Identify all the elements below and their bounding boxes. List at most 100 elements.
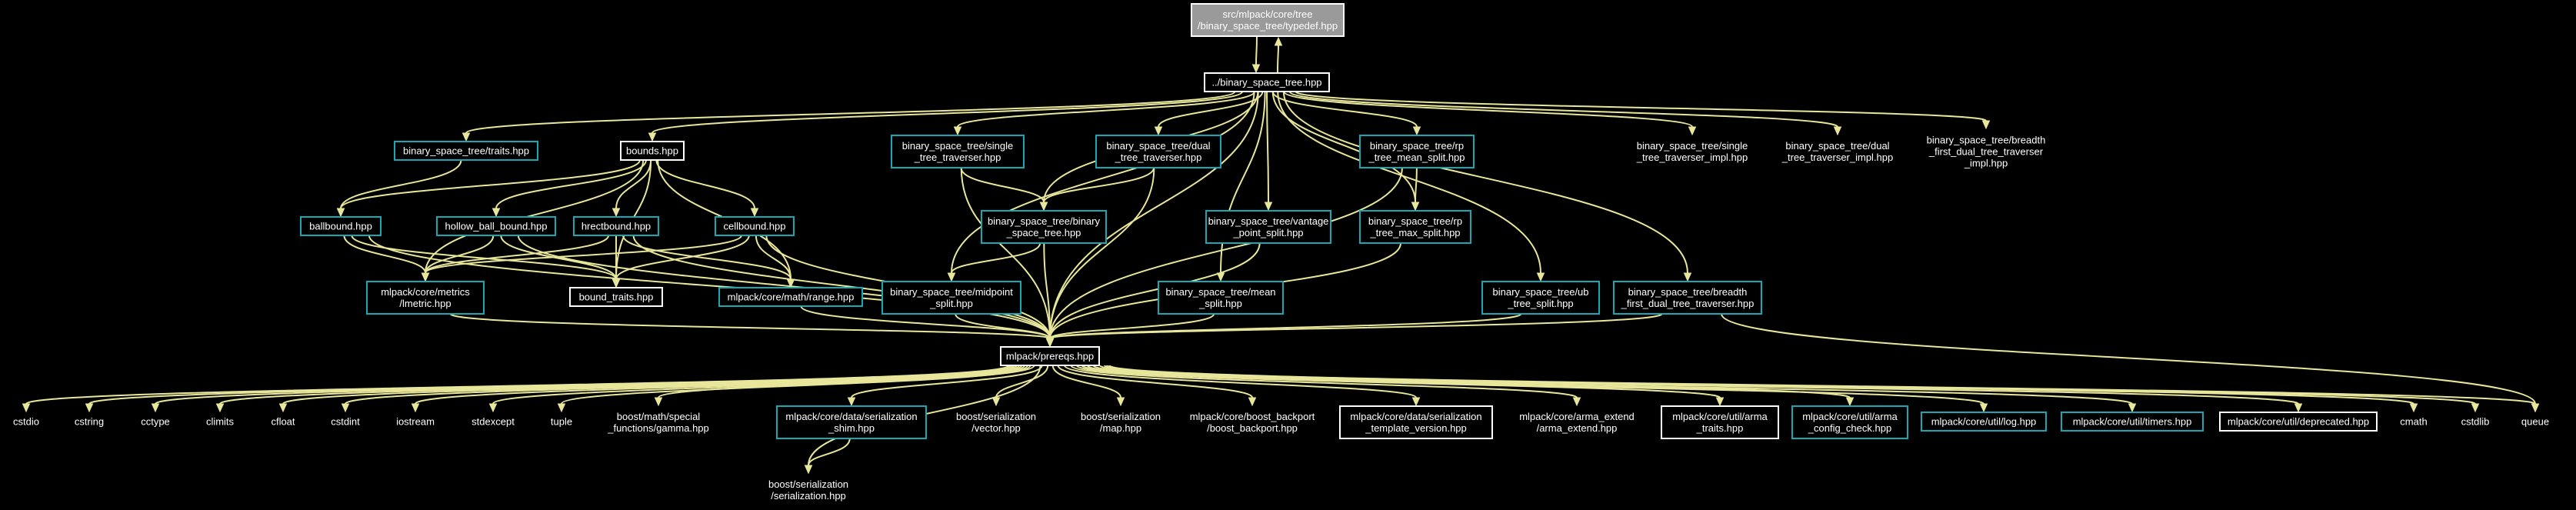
node-hollow[interactable]: hollow_ball_bound.hpp bbox=[436, 216, 556, 236]
node-backport[interactable]: mlpack/core/boost_backport/boost_backpor… bbox=[1178, 406, 1326, 438]
node-label: _config_check.hpp bbox=[1808, 422, 1891, 434]
node-gamma[interactable]: boost/math/special_functions/gamma.hpp bbox=[597, 406, 720, 438]
node-label: binary_space_tree/midpoint bbox=[890, 286, 1013, 298]
node-bounds[interactable]: bounds.hpp bbox=[620, 141, 685, 161]
node-label: _tree_traverser_impl.hpp bbox=[1781, 152, 1894, 163]
node-label: /lmetric.hpp bbox=[399, 298, 451, 309]
node-label: /serialization.hpp bbox=[771, 490, 846, 502]
node-cstring[interactable]: cstring bbox=[63, 412, 115, 431]
node-climits[interactable]: climits bbox=[195, 412, 245, 431]
node-label: _tree_mean_split.hpp bbox=[1368, 152, 1465, 163]
node-arma-traits[interactable]: mlpack/core/util/arma_traits.hpp bbox=[1661, 405, 1779, 439]
node-vector[interactable]: boost/serialization/vector.hpp bbox=[940, 406, 1052, 438]
node-label: ballbound.hpp bbox=[309, 221, 372, 232]
node-label: binary_space_tree/mean bbox=[1165, 286, 1275, 298]
node-label: cellbound.hpp bbox=[724, 221, 786, 232]
node-ub[interactable]: binary_space_tree/ub_tree_split.hpp bbox=[1481, 281, 1600, 315]
edge-cell-to-range bbox=[755, 235, 795, 288]
node-cstdio[interactable]: cstdio bbox=[4, 412, 48, 431]
edge-prereqs-to-vector bbox=[991, 365, 1049, 407]
node-queue[interactable]: queue bbox=[2514, 412, 2557, 431]
edge-prereqs-to-gamma bbox=[654, 365, 1035, 407]
graph-nodes: src/mlpack/core/tree/binary_space_tree/t… bbox=[4, 3, 2557, 506]
node-traits[interactable]: binary_space_tree/traits.hpp bbox=[394, 141, 538, 161]
node-range[interactable]: mlpack/core/math/range.hpp bbox=[718, 287, 863, 307]
node-midpoint[interactable]: binary_space_tree/midpoint_split.hpp bbox=[881, 281, 1021, 315]
node-label: cmath bbox=[2400, 416, 2427, 428]
node-cstdint[interactable]: cstdint bbox=[321, 412, 370, 431]
node-label: mlpack/core/util/arma bbox=[1802, 411, 1898, 422]
node-label: boost/serialization bbox=[1081, 411, 1161, 422]
node-bst[interactable]: ../binary_space_tree.hpp bbox=[1204, 72, 1330, 92]
node-label: cfloat bbox=[271, 416, 295, 428]
node-vantage[interactable]: binary_space_tree/vantage_point_split.hp… bbox=[1205, 210, 1331, 244]
node-label: hrectbound.hpp bbox=[582, 221, 651, 232]
node-prereqs[interactable]: mlpack/prereqs.hpp bbox=[1000, 346, 1100, 366]
edge-lmetric-to-prereqs bbox=[449, 313, 1055, 348]
node-cmath[interactable]: cmath bbox=[2391, 412, 2437, 431]
node-single-trav[interactable]: binary_space_tree/single_tree_traverser.… bbox=[891, 135, 1025, 168]
node-timers[interactable]: mlpack/core/util/timers.hpp bbox=[2061, 412, 2204, 432]
node-bst-binary[interactable]: binary_space_tree/binary_space_tree.hpp bbox=[981, 210, 1107, 244]
node-label: mlpack/core/data/serialization bbox=[785, 411, 917, 422]
node-label: binary_space_tree/breadth bbox=[1628, 286, 1748, 298]
node-label: binary_space_tree/single bbox=[1637, 140, 1748, 152]
node-ballbound[interactable]: ballbound.hpp bbox=[300, 216, 382, 236]
node-config-check[interactable]: mlpack/core/util/arma_config_check.hpp bbox=[1791, 405, 1908, 439]
node-label: /map.hpp bbox=[1100, 422, 1141, 434]
edge-bst-to-single_impl bbox=[1283, 91, 1697, 136]
node-label: /boost_backport.hpp bbox=[1207, 422, 1298, 434]
node-label: _tree_max_split.hpp bbox=[1369, 227, 1460, 238]
edge-prereqs-to-log bbox=[1086, 365, 1988, 413]
node-stdexcept[interactable]: stdexcept bbox=[460, 412, 526, 431]
node-single-impl[interactable]: binary_space_tree/single_tree_traverser_… bbox=[1626, 135, 1758, 168]
node-dual-trav[interactable]: binary_space_tree/dual_tree_traverser.hp… bbox=[1095, 135, 1221, 168]
node-label: mlpack/core/metrics bbox=[381, 286, 470, 298]
node-iostream[interactable]: iostream bbox=[386, 412, 445, 431]
edge-bst_binary-to-midpoint bbox=[947, 242, 1041, 282]
node-rp-max[interactable]: binary_space_tree/rp_tree_max_split.hpp bbox=[1359, 210, 1471, 244]
node-template-version[interactable]: mlpack/core/data/serialization_template_… bbox=[1339, 405, 1493, 439]
edge-cell-to-lmetric bbox=[421, 235, 742, 282]
node-label: mlpack/core/util/log.hpp bbox=[1931, 416, 2037, 428]
node-label: cstdio bbox=[13, 416, 39, 428]
edge-shim-to-serialization bbox=[804, 438, 851, 475]
node-cfloat[interactable]: cfloat bbox=[261, 412, 305, 431]
node-bfd-impl[interactable]: binary_space_tree/breadth_first_dual_tre… bbox=[1915, 129, 2057, 174]
node-label: boost/serialization bbox=[768, 478, 848, 490]
node-label: mlpack/prereqs.hpp bbox=[1006, 351, 1094, 362]
edge-bst-to-single_trav bbox=[953, 91, 1255, 136]
node-cstdlib[interactable]: cstdlib bbox=[2452, 412, 2498, 431]
node-hrect[interactable]: hrectbound.hpp bbox=[573, 216, 659, 236]
node-map[interactable]: boost/serialization/map.hpp bbox=[1066, 406, 1175, 438]
node-label: _tree_traverser_impl.hpp bbox=[1636, 152, 1748, 163]
node-label: ../binary_space_tree.hpp bbox=[1211, 77, 1321, 88]
node-label: binary_space_tree/vantage bbox=[1208, 215, 1329, 227]
edge-typedef-to-bst bbox=[1251, 35, 1261, 74]
node-label: mlpack/core/math/range.hpp bbox=[728, 292, 855, 303]
node-deprecated[interactable]: mlpack/core/util/deprecated.hpp bbox=[2219, 412, 2378, 432]
node-cctype[interactable]: cctype bbox=[131, 412, 180, 431]
node-label: cstring bbox=[75, 416, 104, 428]
node-rp-mean[interactable]: binary_space_tree/rp_tree_mean_split.hpp bbox=[1359, 135, 1475, 168]
node-tuple[interactable]: tuple bbox=[541, 412, 582, 431]
node-lmetric[interactable]: mlpack/core/metrics/lmetric.hpp bbox=[366, 281, 485, 315]
node-dual-impl[interactable]: binary_space_tree/dual_tree_traverser_im… bbox=[1774, 135, 1901, 168]
node-typedef[interactable]: src/mlpack/core/tree/binary_space_tree/t… bbox=[1191, 3, 1345, 37]
node-bfd[interactable]: binary_space_tree/breadth_first_dual_tre… bbox=[1613, 281, 1762, 315]
node-label: binary_space_tree/rp bbox=[1370, 140, 1464, 152]
node-bound-traits[interactable]: bound_traits.hpp bbox=[569, 287, 663, 307]
node-cell[interactable]: cellbound.hpp bbox=[715, 216, 795, 236]
node-label: src/mlpack/core/tree bbox=[1222, 8, 1312, 20]
node-arma-extend[interactable]: mlpack/core/arma_extend/arma_extend.hpp bbox=[1506, 406, 1648, 438]
node-log[interactable]: mlpack/core/util/log.hpp bbox=[1921, 412, 2047, 432]
edge-bounds-to-hrect bbox=[612, 159, 652, 218]
node-serialization[interactable]: boost/serialization/serialization.hpp bbox=[751, 474, 865, 506]
node-mean-split[interactable]: binary_space_tree/mean_split.hpp bbox=[1158, 281, 1284, 315]
node-label: mlpack/core/util/deprecated.hpp bbox=[2228, 416, 2369, 428]
edge-bst-to-bfd bbox=[1282, 91, 1692, 282]
edge-bfd-to-queue bbox=[1721, 313, 2540, 413]
node-shim[interactable]: mlpack/core/data/serialization_shim.hpp bbox=[776, 405, 927, 439]
node-label: _split.hpp bbox=[1198, 298, 1242, 309]
edge-prereqs-to-shim bbox=[847, 365, 1043, 407]
